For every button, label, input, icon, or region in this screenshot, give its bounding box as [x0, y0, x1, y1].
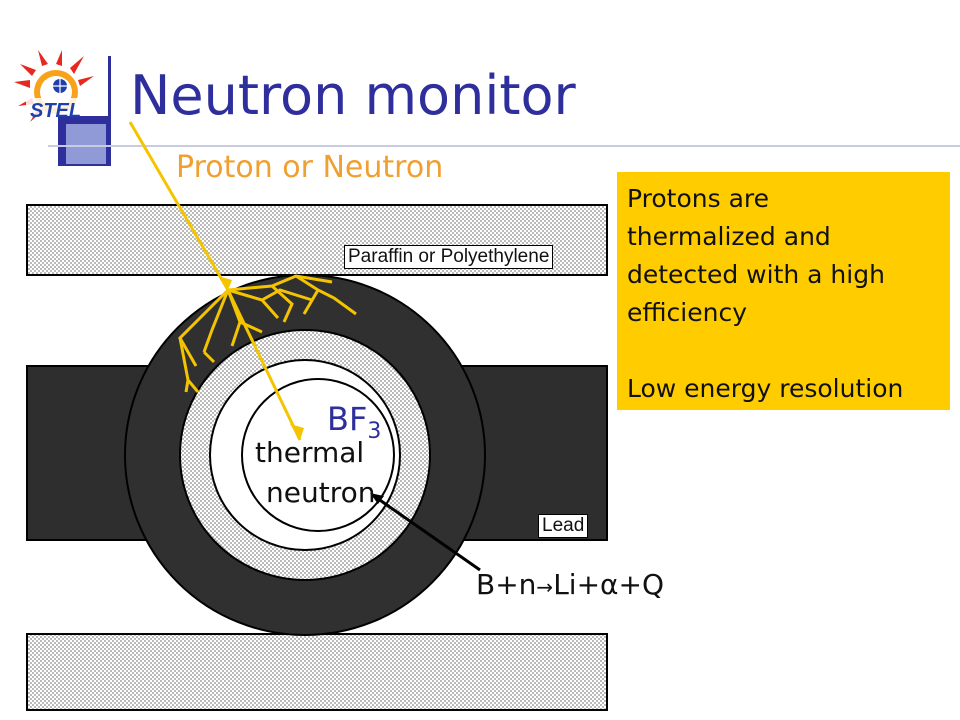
paraffin-slab-bottom [26, 633, 608, 711]
page-title: Neutron monitor [130, 64, 576, 127]
info-box: Protons are thermalized and detected wit… [617, 172, 950, 410]
info-note: Low energy resolution [627, 374, 904, 403]
source-label: Proton or Neutron [176, 150, 444, 185]
logo-text: STEL [30, 100, 82, 122]
info-line: efficiency [627, 298, 748, 327]
info-line: detected with a high [627, 260, 885, 289]
particle-track [128, 121, 357, 441]
thermal-label: thermal [255, 436, 365, 469]
info-line: thermalized and [627, 222, 831, 251]
paraffin-label: Paraffin or Polyethylene [344, 245, 554, 269]
stel-logo [14, 50, 94, 122]
lead-label: Lead [538, 514, 589, 538]
bf3-label: BF3 [327, 400, 382, 444]
reaction-pointer [370, 493, 481, 572]
reaction-equation: B+n→Li+α+Q [476, 568, 664, 601]
bf3-tube [241, 378, 395, 532]
info-line: Protons are [627, 184, 770, 213]
neutron-label: neutron [266, 476, 376, 509]
